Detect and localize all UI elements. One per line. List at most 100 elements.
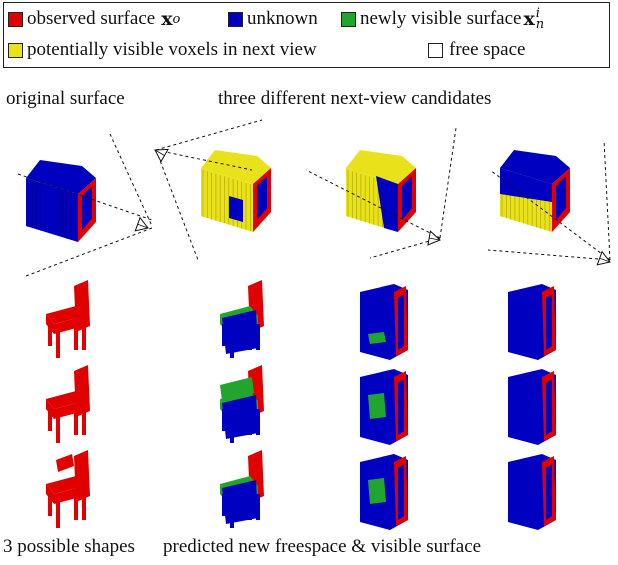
visible-swatch	[341, 11, 356, 27]
observed-subscript: o	[172, 11, 181, 27]
caption-possible-shapes: 3 possible shapes	[3, 536, 135, 557]
prediction-c-1-side-inner	[546, 294, 552, 350]
shape-1-leg	[74, 328, 78, 350]
legend-unknown: unknown	[228, 8, 318, 30]
shape-3-armrest	[56, 454, 74, 472]
prediction-a-3-leg	[256, 494, 260, 520]
shape-3	[46, 450, 90, 528]
house-candidate-3	[500, 150, 570, 232]
visible-subscript: n	[535, 17, 545, 32]
prediction-a-1-leg	[256, 324, 260, 350]
view-ray	[489, 169, 611, 261]
view-ray	[155, 119, 263, 151]
prediction-c-3-side-inner	[546, 464, 552, 520]
legend-free: free space	[428, 39, 525, 61]
shape-1-seat-front	[54, 316, 84, 334]
legend-visible-label: newly visible surface	[360, 8, 522, 29]
shape-3-seat	[46, 476, 84, 494]
caption-predicted: predicted new freespace & visible surfac…	[163, 536, 482, 557]
house-candidate-3-unknown-band	[500, 168, 552, 202]
house-candidate-2-side-inner	[402, 176, 412, 220]
prediction-b-visible-patch	[368, 478, 386, 504]
shape-2-leg	[56, 417, 60, 443]
camera-candidate-1-axis	[154, 149, 165, 156]
shape-2-leg	[74, 413, 78, 435]
house-candidate-3-side-inner	[556, 176, 566, 220]
visible-superscript: i	[535, 6, 540, 21]
prediction-a-unknown-body	[222, 480, 258, 524]
camera-candidate-3	[596, 250, 611, 266]
legend-observed-label: observed surface	[27, 8, 156, 29]
shape-3-leg	[48, 494, 52, 516]
observed-symbol: x	[161, 8, 173, 30]
shape-2-leg	[48, 409, 52, 431]
shape-1	[46, 280, 90, 358]
prediction-a-unknown-body	[222, 395, 258, 439]
house-original	[26, 160, 96, 242]
house-candidate-1-unknown-patch	[229, 196, 243, 222]
prediction-c-2	[508, 369, 556, 445]
prediction-b-3-side-inner	[398, 464, 404, 520]
prediction-b-visible-patch	[368, 393, 386, 419]
prediction-c-1	[508, 284, 556, 360]
prediction-a-3	[220, 450, 264, 528]
shape-2-seat	[46, 391, 84, 409]
view-ray	[603, 139, 611, 261]
prediction-b-2-side-inner	[398, 379, 404, 435]
caption-original-surface: original surface	[6, 88, 125, 109]
prediction-b-2	[360, 369, 408, 445]
camera-candidate-1	[154, 148, 169, 163]
camera-original-axis	[137, 223, 149, 229]
house-candidate-2-roof	[346, 150, 416, 184]
shape-3-leg	[56, 502, 60, 528]
legend-box: observed surface x o unknown newly visib…	[3, 2, 610, 68]
view-ray	[25, 227, 153, 277]
camera-original	[134, 216, 149, 232]
prediction-b-visible-patch	[368, 332, 386, 344]
voxel-figure	[17, 119, 611, 530]
prediction-b-1	[360, 284, 408, 360]
legend-observed: observed surface x o	[8, 8, 180, 30]
camera-candidate-2	[427, 230, 441, 246]
house-candidate-1-roof	[201, 150, 271, 184]
shape-1-leg	[48, 324, 52, 346]
shape-1-leg	[82, 324, 86, 350]
view-ray	[109, 133, 153, 227]
house-candidate-2-unknown-patch	[376, 176, 398, 232]
house-original-roof	[26, 160, 96, 194]
prediction-a-1	[220, 280, 264, 358]
prediction-a-2-leg	[256, 409, 260, 435]
prediction-b-3	[360, 454, 408, 530]
shape-1-seat	[46, 306, 84, 324]
legend-potential-label: potentially visible voxels in next view	[27, 39, 317, 60]
unknown-swatch	[228, 11, 243, 27]
view-ray	[155, 149, 253, 171]
legend-free-label: free space	[449, 39, 526, 60]
house-candidate-1	[201, 150, 271, 232]
voxel-scene	[17, 119, 611, 530]
house-candidate-1-side-inner	[257, 176, 267, 220]
shape-1-leg	[56, 332, 60, 358]
potential-swatch	[8, 42, 23, 58]
view-ray	[439, 127, 457, 239]
camera-original-body	[134, 216, 149, 232]
prediction-a-visible-top	[220, 377, 254, 401]
house-original-front-face	[26, 178, 78, 242]
legend-visible: newly visible surface x i n	[341, 6, 545, 32]
view-ray	[487, 249, 611, 261]
camera-candidate-3-axis	[599, 257, 611, 263]
house-original-side-inner	[82, 186, 92, 230]
prediction-b-1-side-inner	[398, 294, 404, 350]
shape-2	[46, 365, 90, 443]
house-candidate-3-roof	[500, 150, 570, 184]
shape-3-seat-front	[54, 486, 84, 504]
free-swatch	[428, 42, 443, 58]
shape-3-leg	[82, 494, 86, 520]
prediction-c-2-side-inner	[546, 379, 552, 435]
prediction-a-2	[220, 365, 264, 443]
camera-candidate-2-axis	[429, 237, 441, 241]
prediction-c-3	[508, 454, 556, 530]
observed-swatch	[8, 11, 23, 27]
prediction-a-unknown-body	[222, 310, 258, 354]
legend-potential: potentially visible voxels in next view	[8, 39, 317, 61]
